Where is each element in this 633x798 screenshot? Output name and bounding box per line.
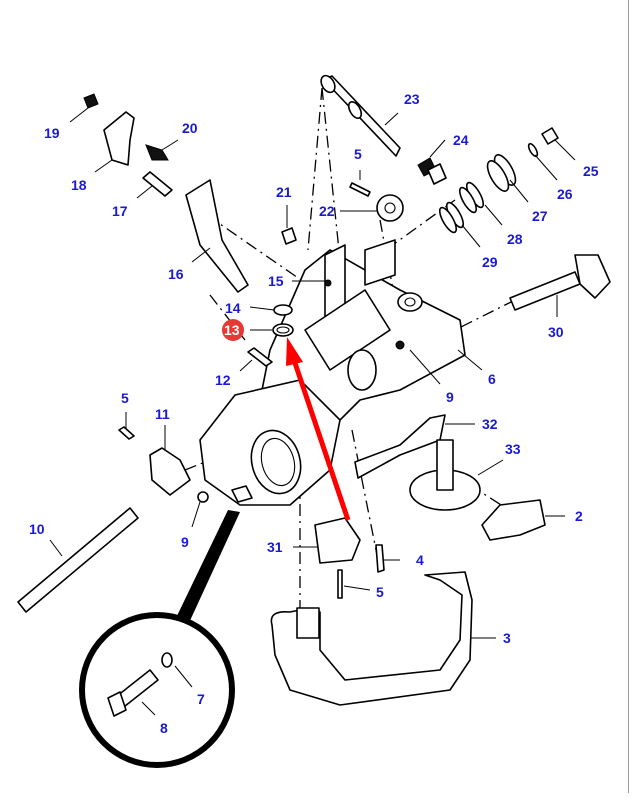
- label-29[interactable]: 29: [482, 254, 498, 270]
- highlight-badge: [222, 319, 244, 341]
- label-5-top[interactable]: 5: [354, 146, 362, 162]
- label-20[interactable]: 20: [182, 120, 198, 136]
- label-31[interactable]: 31: [267, 539, 283, 555]
- left-shaft-group: [17, 426, 209, 613]
- label-14[interactable]: 14: [225, 300, 241, 316]
- label-18[interactable]: 18: [71, 177, 87, 193]
- label-15[interactable]: 15: [268, 273, 284, 289]
- detail-callout: [79, 510, 240, 768]
- spring-stack: [438, 127, 559, 234]
- label-3[interactable]: 3: [503, 630, 511, 646]
- leader-lines: [49, 107, 576, 716]
- part-24-bolt: [417, 157, 447, 185]
- label-8[interactable]: 8: [160, 720, 168, 736]
- part-22-gear: [349, 182, 404, 222]
- part-23-sleeve: [320, 74, 401, 157]
- center-lower-parts: [314, 517, 385, 599]
- highlight-arrow: [286, 337, 351, 521]
- washers-13-14: [247, 304, 294, 367]
- part-lower-casting: [199, 379, 341, 506]
- label-17[interactable]: 17: [112, 203, 128, 219]
- label-9-upper[interactable]: 9: [446, 389, 454, 405]
- right-margin: [629, 0, 633, 793]
- label-21[interactable]: 21: [276, 184, 292, 200]
- label-5-bottom[interactable]: 5: [376, 584, 384, 600]
- part-3-pedal: [270, 571, 473, 706]
- label-2[interactable]: 2: [575, 508, 583, 524]
- label-32[interactable]: 32: [482, 416, 498, 432]
- label-16[interactable]: 16: [168, 266, 184, 282]
- label-7[interactable]: 7: [197, 691, 205, 707]
- label-26[interactable]: 26: [557, 186, 573, 202]
- label-23[interactable]: 23: [404, 91, 420, 107]
- label-11[interactable]: 11: [155, 406, 170, 422]
- label-4[interactable]: 4: [416, 552, 424, 568]
- label-25[interactable]: 25: [583, 163, 599, 179]
- label-5-left[interactable]: 5: [121, 390, 129, 406]
- part-30-shaft: [509, 254, 611, 311]
- label-6[interactable]: 6: [488, 371, 496, 387]
- right-lower-parts: [354, 414, 546, 541]
- label-27[interactable]: 27: [532, 208, 548, 224]
- part-labels: 19 20 18 17 16 21 15 14 13 12 23 24 5 22…: [29, 91, 599, 736]
- label-24[interactable]: 24: [453, 132, 469, 148]
- upper-left-parts: [83, 93, 297, 293]
- label-30[interactable]: 30: [548, 324, 564, 340]
- label-33[interactable]: 33: [505, 441, 521, 457]
- label-22[interactable]: 22: [319, 203, 335, 219]
- label-12[interactable]: 12: [215, 372, 231, 388]
- label-19[interactable]: 19: [44, 125, 60, 141]
- label-9-lower[interactable]: 9: [181, 534, 189, 550]
- right-border: [628, 0, 629, 793]
- label-13[interactable]: 13: [224, 322, 240, 338]
- label-28[interactable]: 28: [507, 231, 523, 247]
- label-10[interactable]: 10: [29, 521, 45, 537]
